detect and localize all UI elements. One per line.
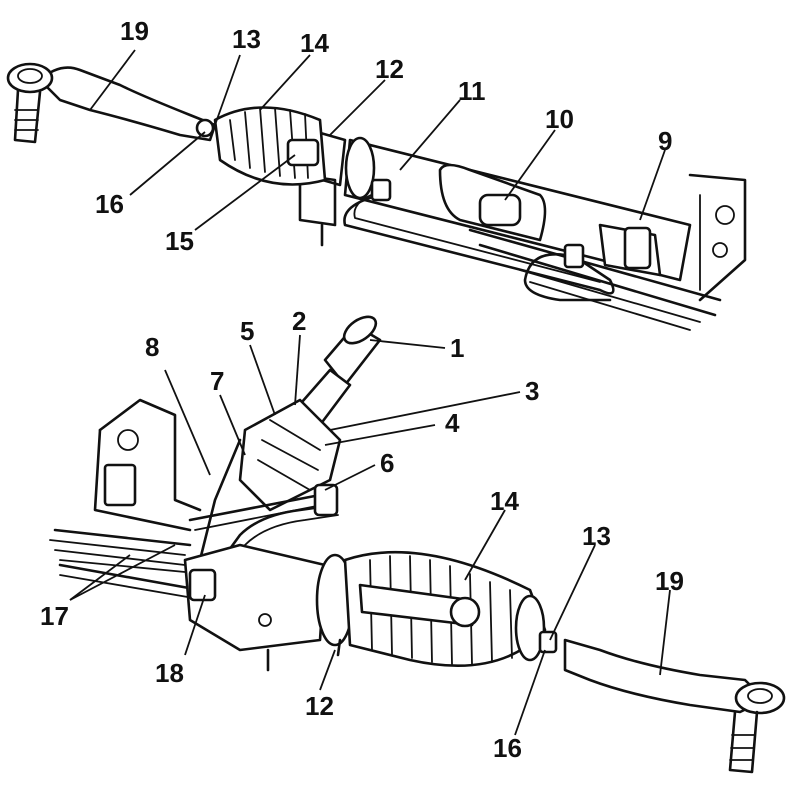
label-12-top: 12 (375, 54, 404, 84)
top-valve (598, 223, 662, 277)
label-9-top: 9 (658, 126, 672, 156)
label-7: 7 (210, 366, 224, 396)
label-1: 1 (450, 333, 464, 363)
label-6: 6 (380, 448, 394, 478)
label-14-bottom: 14 (490, 486, 519, 516)
label-10-top: 10 (545, 104, 574, 134)
label-16-bottom: 16 (493, 733, 522, 763)
label-5: 5 (240, 316, 254, 346)
label-8: 8 (145, 332, 159, 362)
label-15-top: 15 (165, 226, 194, 256)
label-19-top: 19 (120, 16, 149, 46)
top-fluid-pipes (343, 178, 615, 302)
top-boot (213, 106, 327, 186)
bottom-tie-rod (538, 630, 786, 774)
top-assembly (6, 49, 747, 331)
label-4: 4 (445, 408, 460, 438)
label-19-bottom: 19 (655, 566, 684, 596)
top-tie-rod (6, 62, 217, 144)
label-16-top: 16 (95, 189, 124, 219)
top-leader-lines (89, 49, 666, 231)
label-18: 18 (155, 658, 184, 688)
bottom-boot (343, 550, 547, 667)
part-labels: 19 13 14 12 11 10 9 16 15 1 2 5 8 7 3 4 … (40, 16, 684, 763)
bottom-mounting-plate (49, 398, 202, 573)
bottom-clamp (315, 553, 355, 657)
bottom-housing-block (183, 543, 327, 672)
bottom-leader-lines (69, 334, 671, 736)
label-13-bottom: 13 (582, 521, 611, 551)
label-13-top: 13 (232, 24, 261, 54)
label-12-bottom: 12 (305, 691, 334, 721)
top-cylinder-port (438, 163, 547, 242)
label-11-top: 11 (458, 76, 486, 106)
top-mounting-plate (468, 173, 747, 331)
label-14-top: 14 (300, 28, 329, 58)
label-17: 17 (40, 601, 69, 631)
bottom-valve-body (198, 398, 342, 562)
label-2: 2 (292, 306, 306, 336)
bottom-assembly (49, 315, 786, 774)
label-3: 3 (525, 376, 539, 406)
